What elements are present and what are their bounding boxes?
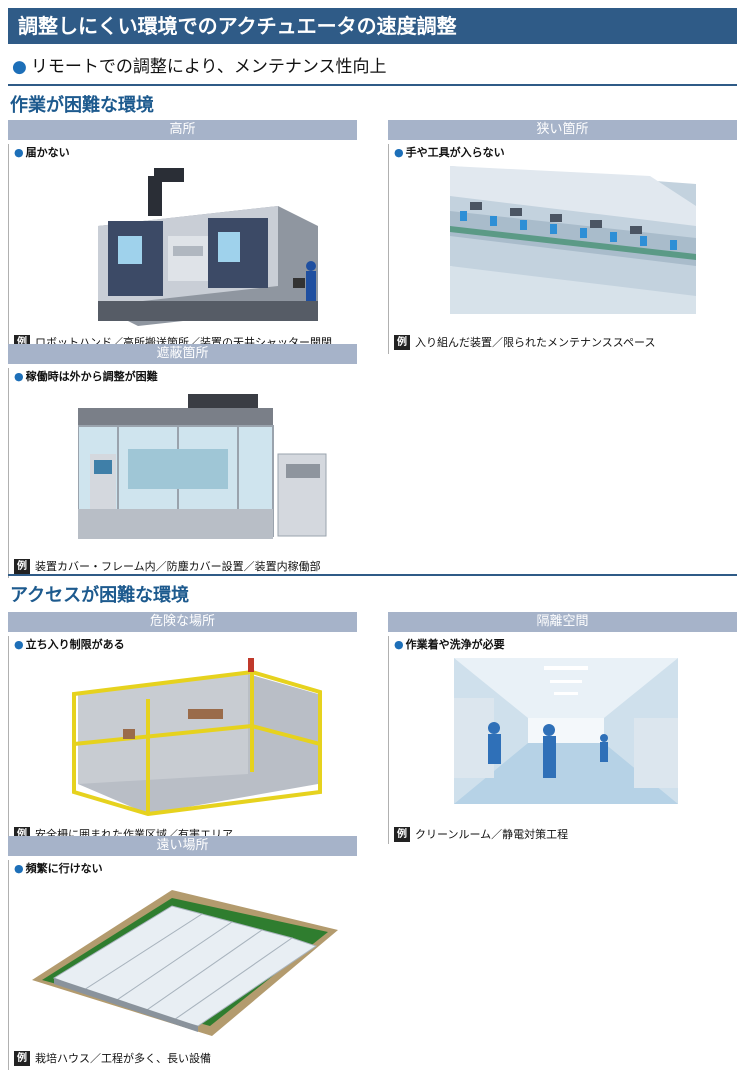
card-bullet: ●作業着や洗浄が必要 <box>394 638 505 651</box>
card-distant-place: 遠い場所 ●頻繁に行けない 例栽培ハウス／工程が多く、長い設備 <box>8 836 357 1070</box>
card-example: 例栽培ハウス／工程が多く、長い設備 <box>14 1050 211 1066</box>
card-example: 例入り組んだ装置／限られたメンテナンススペース <box>394 334 655 350</box>
card-isolated-space: 隔離空間 ●作業着や洗浄が必要 例クリーンルーム／静電対策工程 <box>388 612 737 844</box>
safety-fence-illustration <box>72 658 322 816</box>
machine-tool-illustration <box>98 168 318 326</box>
example-badge: 例 <box>394 334 410 350</box>
section-divider <box>8 84 737 86</box>
card-head: 隔離空間 <box>388 612 737 632</box>
card-bullet: ●手や工具が入らない <box>394 146 505 159</box>
card-head: 遮蔽箇所 <box>8 344 357 364</box>
page-title: 調整しにくい環境でのアクチュエータの速度調整 <box>8 8 737 44</box>
card-narrow-place: 狭い箇所 ●手や工具が入らない 例入り組んだ装置／限られたメンテナンススペース <box>388 120 737 354</box>
subtitle-text: リモートでの調整により、メンテナンス性向上 <box>30 57 387 77</box>
card-bullet: ●稼働時は外から調整が困難 <box>14 370 158 383</box>
enclosed-machine-illustration <box>78 394 327 539</box>
clean-room-illustration <box>454 658 678 804</box>
example-badge: 例 <box>14 558 30 574</box>
subtitle-bullet: ● <box>12 57 27 77</box>
greenhouse-illustration <box>32 890 338 1036</box>
card-high-place: 高所 ●届かない 例ロボットハンド／高所搬送箇所／装置の天井シャッター開閉 <box>8 120 357 354</box>
card-bullet: ●頻繁に行けない <box>14 862 103 875</box>
section-title-access-difficult: アクセスが困難な環境 <box>10 585 190 606</box>
subtitle: ●リモートでの調整により、メンテナンス性向上 <box>12 52 386 77</box>
card-head: 高所 <box>8 120 357 140</box>
section-divider <box>8 574 737 576</box>
example-badge: 例 <box>14 1050 30 1066</box>
example-badge: 例 <box>394 826 410 842</box>
card-example: 例クリーンルーム／静電対策工程 <box>394 826 568 842</box>
card-head: 狭い箇所 <box>388 120 737 140</box>
card-bullet: ●届かない <box>14 146 70 159</box>
section-title-work-difficult: 作業が困難な環境 <box>10 95 154 116</box>
card-dangerous-place: 危険な場所 ●立ち入り制限がある 例安全柵に囲まれた作業区域／有害エリア <box>8 612 357 844</box>
narrow-equipment-illustration <box>450 166 696 314</box>
card-example: 例装置カバー・フレーム内／防塵カバー設置／装置内稼働部 <box>14 558 321 574</box>
card-shielded-place: 遮蔽箇所 ●稼働時は外から調整が困難 例装置カバー・フレーム内／防塵カバー設置／… <box>8 344 357 578</box>
card-head: 危険な場所 <box>8 612 357 632</box>
card-head: 遠い場所 <box>8 836 357 856</box>
card-bullet: ●立ち入り制限がある <box>14 638 125 651</box>
